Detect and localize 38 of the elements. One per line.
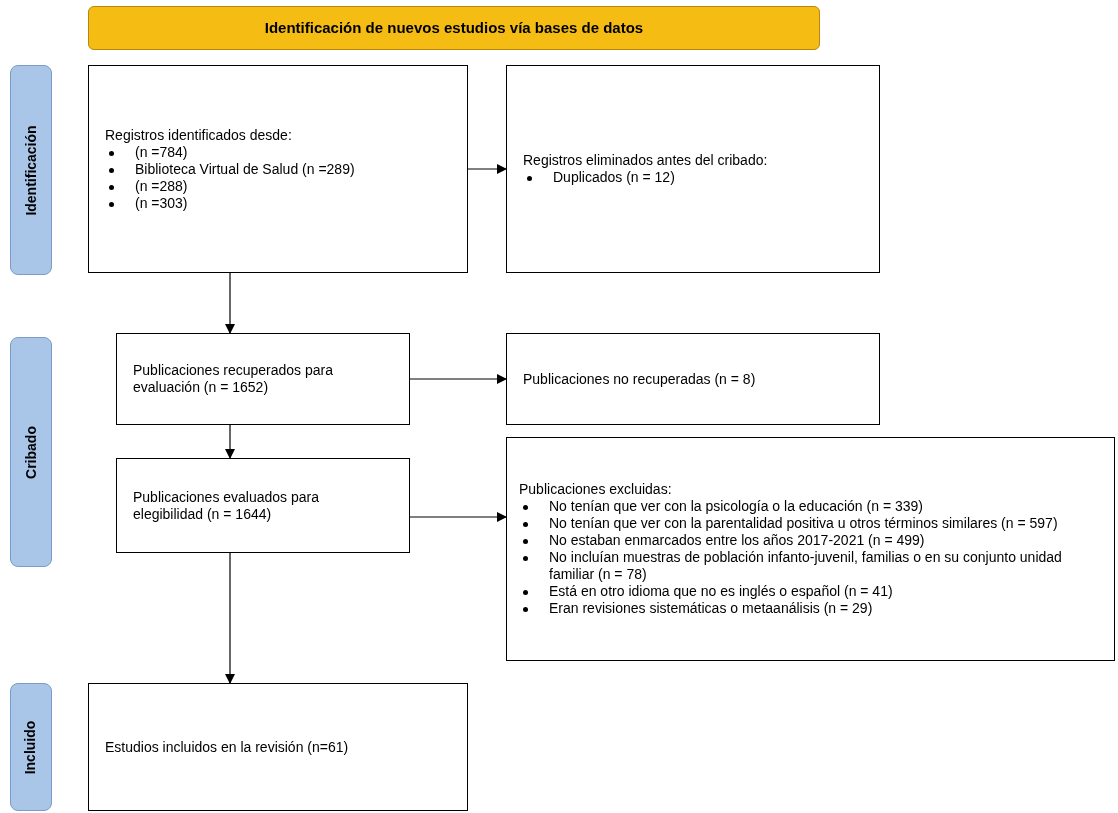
process-box bbox=[88, 683, 468, 811]
box-text: Publicaciones no recuperadas (n = 8) bbox=[523, 370, 757, 388]
stage-label: Incluido bbox=[21, 720, 40, 774]
stage-label: Identificación bbox=[21, 124, 40, 216]
list-item: (n =288) bbox=[135, 177, 188, 195]
process-box bbox=[506, 437, 1115, 661]
list-item: Duplicados (n = 12) bbox=[553, 169, 675, 186]
process-box bbox=[506, 65, 880, 273]
list-item: No tenían que ver con la psicología o la educación (n = 339) bbox=[549, 498, 923, 515]
process-box bbox=[116, 458, 410, 553]
stage-label: Cribado bbox=[21, 425, 40, 479]
process-box bbox=[506, 333, 880, 425]
box-text: Publicaciones evaluados para elegibilidad (n = 1644) bbox=[133, 488, 320, 523]
stage-band bbox=[10, 65, 52, 275]
list-item: No estaban enmarcados entre los años 2017-2021 (n = 499) bbox=[549, 532, 925, 549]
box-heading: Registros eliminados antes del cribado: bbox=[523, 152, 769, 169]
list-item: No tenían que ver con la parentalidad positiva u otros términos similares (n = 597) bbox=[549, 515, 1058, 532]
process-box bbox=[116, 333, 410, 425]
list-item: Eran revisiones sistemáticas o metaanálisis (n = 29) bbox=[549, 600, 873, 617]
list-item: (n =303) bbox=[135, 194, 188, 212]
list-item: (n =784) bbox=[135, 143, 188, 161]
box-heading: Registros identificados desde: bbox=[105, 126, 293, 144]
process-box bbox=[88, 65, 468, 273]
stage-band bbox=[10, 337, 52, 567]
stage-band bbox=[10, 683, 52, 811]
list-item: No incluían muestras de población infanto-juvenil, familias o en su conjunto unidad familiar (n = 78) bbox=[549, 549, 1063, 583]
arrow bbox=[225, 272, 235, 334]
box-text: Estudios incluidos en la revisión (n=61) bbox=[105, 738, 350, 756]
arrow bbox=[409, 374, 507, 384]
box-text: Publicaciones recuperados para evaluación (n = 1652) bbox=[133, 362, 334, 396]
list-item: Biblioteca Virtual de Salud (n =289) bbox=[135, 160, 355, 178]
title-banner: Identificación de nuevos estudios vía bases de datos bbox=[88, 6, 820, 50]
arrow bbox=[409, 512, 507, 522]
box-heading: Publicaciones excluidas: bbox=[519, 481, 673, 498]
list-item: Está en otro idioma que no es inglés o español (n = 41) bbox=[549, 583, 893, 600]
arrow bbox=[225, 424, 235, 459]
arrow bbox=[225, 552, 235, 684]
arrow bbox=[467, 164, 507, 174]
